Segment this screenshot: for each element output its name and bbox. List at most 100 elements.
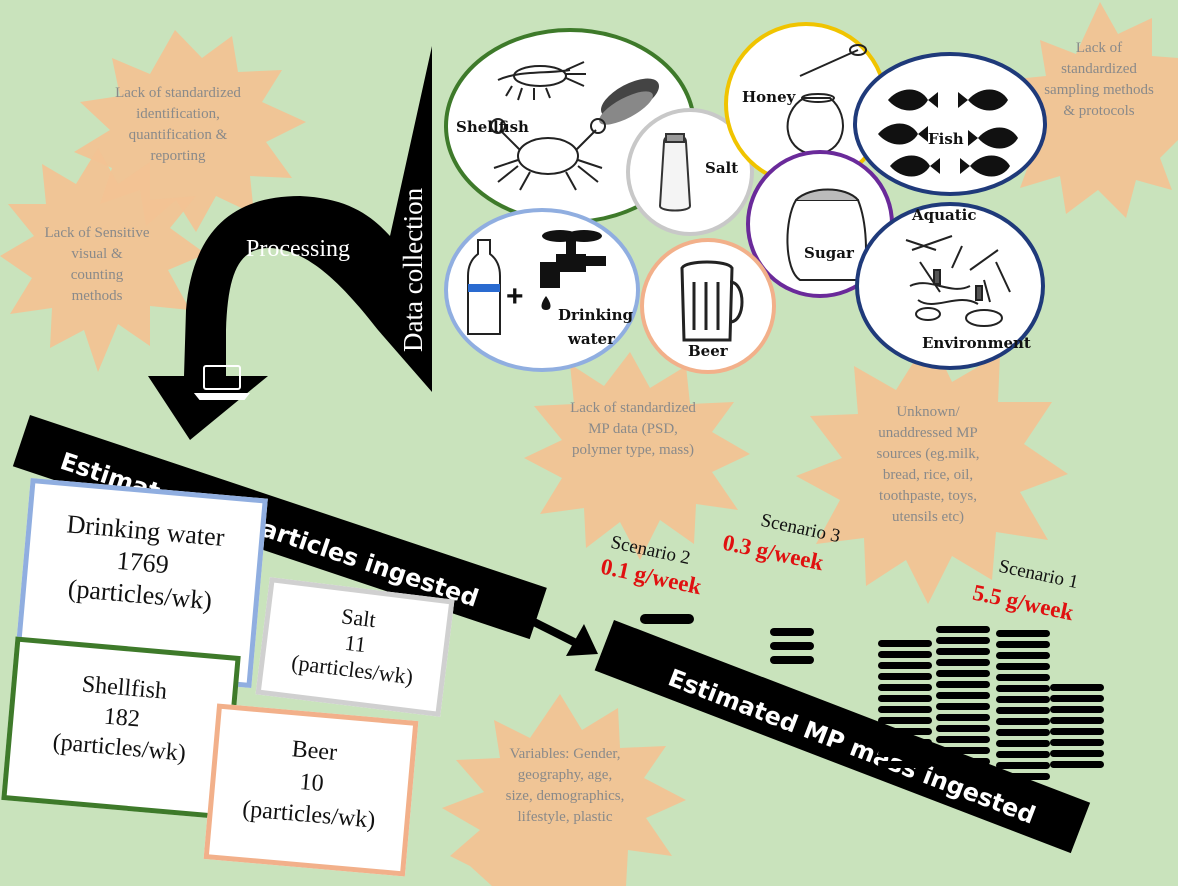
burst-line: utensils etc) xyxy=(891,509,965,525)
laptop-icon xyxy=(193,365,251,400)
debris-icon xyxy=(905,235,1011,327)
processing-arrow xyxy=(148,46,432,440)
pellet xyxy=(878,640,932,647)
svg-text:Salt: Salt xyxy=(705,159,738,177)
burst-sampling-text: Lack of standardized sampling methods & … xyxy=(1020,38,1178,122)
svg-text:water: water xyxy=(567,330,616,348)
burst-line: sampling methods xyxy=(1044,82,1154,98)
burst-variables-text: Variables: Gender, geography, age, size,… xyxy=(470,744,660,828)
scenario-2-pellet xyxy=(640,614,694,624)
pellet xyxy=(1050,750,1104,757)
aquatic-circle: Aquatic Environment xyxy=(855,202,1045,370)
pellet xyxy=(878,717,932,724)
pellet xyxy=(936,626,990,633)
pellet xyxy=(936,725,990,732)
svg-text:Sugar: Sugar xyxy=(804,244,855,262)
pellet xyxy=(936,758,990,765)
pellet xyxy=(996,729,1050,736)
burst-line: Lack of standardized xyxy=(115,85,241,101)
burst-line: Variables: Gender, xyxy=(509,746,621,762)
pellet xyxy=(936,714,990,721)
pellet xyxy=(878,662,932,669)
pellet xyxy=(936,670,990,677)
pellet xyxy=(936,681,990,688)
pellet xyxy=(996,663,1050,670)
pellet xyxy=(878,706,932,713)
burst-line: Lack of standardized xyxy=(570,400,696,416)
burst-line: Lack of xyxy=(1075,40,1123,56)
faucet-icon xyxy=(540,230,606,310)
burst-line: quantification & xyxy=(128,127,228,143)
burst-line: & protocols xyxy=(1063,103,1135,119)
pellet xyxy=(1050,684,1104,691)
beer-mug-icon xyxy=(680,260,744,342)
scenario-3-pellets xyxy=(770,628,814,664)
burst-sensitive-text: Lack of Sensitive visual & counting meth… xyxy=(22,223,172,307)
burst-line: size, demographics, xyxy=(505,788,625,804)
drinking-water-circle: + Drinking water xyxy=(444,208,640,372)
burst-line: identification, xyxy=(136,106,220,122)
svg-text:Honey: Honey xyxy=(742,88,797,106)
pellet xyxy=(996,707,1050,714)
flow-arrow xyxy=(528,616,598,656)
pellet xyxy=(1050,761,1104,768)
burst-line: sources (eg.milk, xyxy=(876,446,980,462)
data-collection-label: Data collection xyxy=(398,187,428,352)
pellet xyxy=(936,769,990,776)
burst-mp-data-text: Lack of standardized MP data (PSD, polym… xyxy=(538,398,728,461)
pellet xyxy=(936,747,990,754)
pellet xyxy=(878,673,932,680)
pellet xyxy=(1050,739,1104,746)
burst-unknown xyxy=(796,336,1068,604)
burst-line: lifestyle, plastic xyxy=(517,809,613,825)
pellet xyxy=(878,684,932,691)
pellet xyxy=(996,762,1050,769)
pellet xyxy=(996,740,1050,747)
burst-mp-data xyxy=(524,352,750,560)
honey-circle: Honey xyxy=(724,22,888,186)
pellet xyxy=(996,718,1050,725)
pellet xyxy=(1050,717,1104,724)
burst-line: Lack of Sensitive xyxy=(44,225,150,241)
fish-icons xyxy=(878,89,1018,177)
pellet xyxy=(996,652,1050,659)
pellet xyxy=(1050,695,1104,702)
salt-circle: Salt xyxy=(626,108,754,236)
plus-sign: + xyxy=(506,280,524,313)
svg-text:Environment: Environment xyxy=(922,334,1031,352)
svg-text:Beer: Beer xyxy=(688,342,729,360)
pellet xyxy=(996,751,1050,758)
burst-line: counting xyxy=(70,267,124,283)
fish-circle: Fish xyxy=(853,52,1047,196)
pellet xyxy=(996,696,1050,703)
burst-line: geography, age, xyxy=(517,767,613,783)
pellet xyxy=(1050,706,1104,713)
burst-sampling xyxy=(996,2,1178,218)
pellet xyxy=(878,761,932,768)
burst-line: bread, rice, oil, xyxy=(882,467,974,483)
pellet xyxy=(936,736,990,743)
burst-line: unaddressed MP xyxy=(878,425,978,441)
pellet xyxy=(996,630,1050,637)
lobster-icon xyxy=(497,61,586,101)
pellet xyxy=(1050,728,1104,735)
burst-line: methods xyxy=(71,288,123,304)
beer-box: Beer 10 (particles/wk) xyxy=(203,703,419,877)
pellet xyxy=(878,739,932,746)
burst-identification-text: Lack of standardized identification, qua… xyxy=(88,83,268,167)
burst-line: reporting xyxy=(150,148,206,164)
svg-text:Aquatic: Aquatic xyxy=(911,206,977,224)
pellet xyxy=(936,692,990,699)
water-bottle-icon xyxy=(467,239,501,335)
burst-line: MP data (PSD, xyxy=(588,421,678,437)
pellet xyxy=(878,750,932,757)
shellfish-box: Shellfish 182 (particles/wk) xyxy=(1,636,241,820)
pellet xyxy=(936,637,990,644)
pellet xyxy=(936,703,990,710)
salt-box: Salt 11 (particles/wk) xyxy=(255,577,455,717)
burst-variables xyxy=(442,694,686,886)
pellet xyxy=(878,695,932,702)
svg-text:Drinking: Drinking xyxy=(558,306,634,324)
svg-text:Fish: Fish xyxy=(928,130,964,148)
